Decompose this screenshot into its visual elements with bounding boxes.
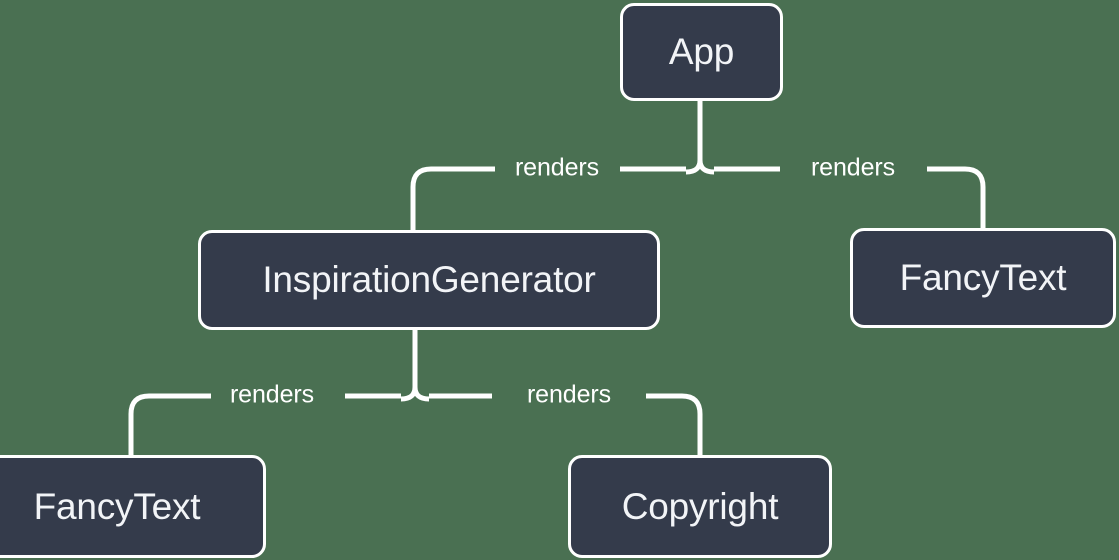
node-copyright-label: Copyright (621, 485, 779, 527)
edge-inspiration-junction (400, 384, 430, 402)
node-fancytext-bottom-label: FancyText (33, 485, 201, 527)
node-app-label: App (668, 31, 735, 72)
edge-label-inspiration-generator-to-fancytext-bottom: renders (229, 380, 315, 409)
node-copyright[interactable]: Copyright (568, 455, 832, 558)
edge-label-app-to-fancytext-right: renders (810, 153, 896, 182)
node-fancytext-right[interactable]: FancyText (850, 228, 1116, 328)
node-fancytext-bottom[interactable]: FancyText (0, 455, 266, 558)
edge-app-to-inspiration-elbow (410, 166, 495, 231)
edge-label-inspiration-generator-to-copyright: renders (526, 380, 612, 409)
edge-inspiration-to-copyright-elbow (646, 393, 703, 456)
edge-app-to-fancytext-right-elbow (927, 166, 986, 229)
node-app[interactable]: App (620, 3, 783, 101)
node-inspiration-generator[interactable]: InspirationGenerator (198, 230, 660, 330)
edge-inspiration-to-fancytext-elbow (128, 393, 211, 456)
edge-label-app-to-inspiration-generator: renders (514, 153, 600, 182)
edge-app-junction (685, 157, 715, 175)
node-fancytext-right-label: FancyText (899, 257, 1067, 298)
node-inspiration-generator-label: InspirationGenerator (262, 259, 596, 300)
